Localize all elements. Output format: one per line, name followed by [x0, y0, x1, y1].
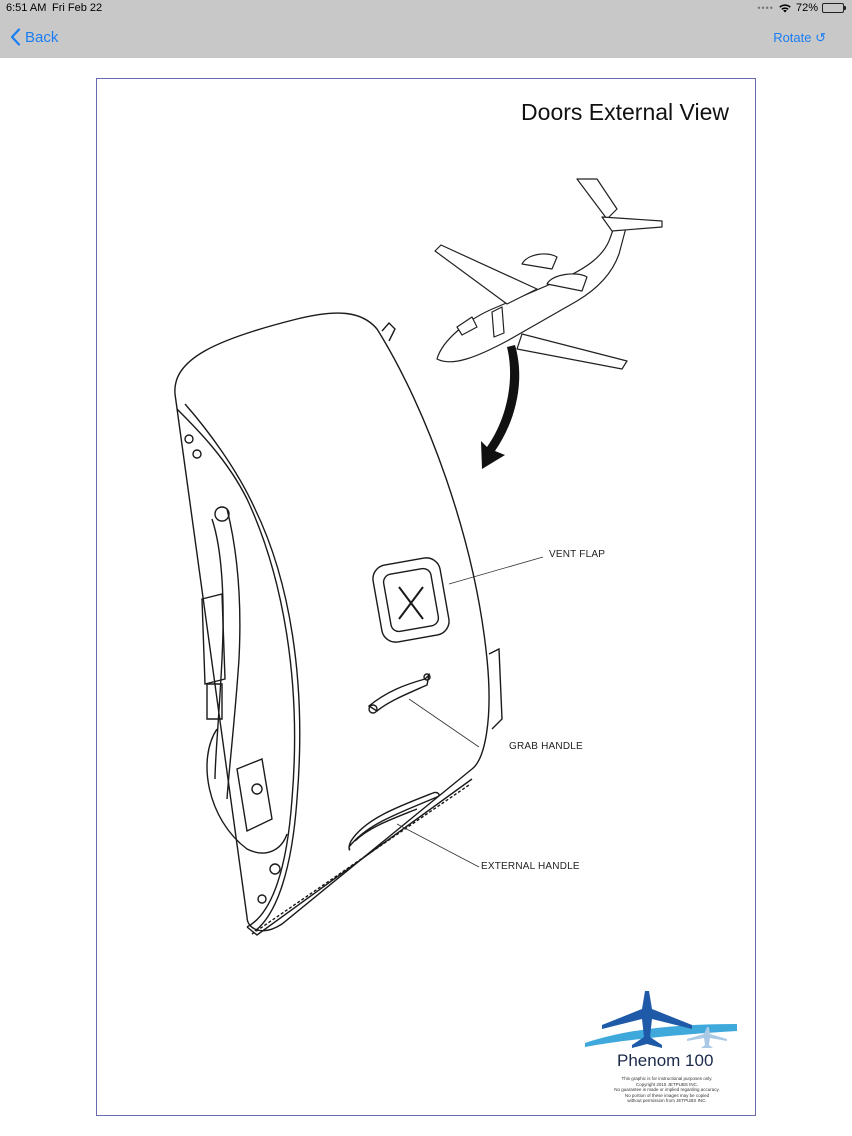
top-bar: 6:51 AM Fri Feb 22 •••• 72% Back Rotate …: [0, 0, 852, 58]
airplane-icon: [434, 178, 663, 370]
battery-percent: 72%: [795, 2, 818, 14]
status-time: 6:51 AM: [6, 2, 47, 14]
grab-handle-label: GRAB HANDLE: [509, 741, 583, 752]
status-right: •••• 72%: [757, 2, 846, 14]
multitask-dots-icon: ••••: [757, 3, 774, 13]
fine-print-line: This graphic is for instructional purpos…: [621, 1076, 713, 1081]
external-handle-label: EXTERNAL HANDLE: [481, 861, 580, 872]
vent-flap-label: VENT FLAP: [549, 549, 606, 560]
door-illustration: [174, 178, 737, 1048]
fine-print-line: Copyright 2015 JETPUBS INC.: [635, 1081, 699, 1087]
fine-print-line: No guarantee is made or implied regardin…: [614, 1087, 720, 1092]
status-bar: 6:51 AM Fri Feb 22 •••• 72%: [0, 0, 852, 17]
fine-print-line: No portion of these images may be copied: [624, 1092, 710, 1098]
logo-fine-print: This graphic is for instructional purpos…: [597, 1076, 737, 1104]
phenom-logo-icon: [585, 991, 737, 1048]
door-body: [174, 312, 503, 936]
wifi-icon: [779, 4, 791, 13]
back-button[interactable]: Back: [10, 28, 58, 46]
callout-leaders: [396, 556, 544, 868]
page-title: Doors External View: [521, 99, 729, 125]
battery-icon: [822, 3, 846, 13]
status-date: Fri Feb 22: [52, 2, 103, 14]
chevron-left-icon: [10, 28, 21, 46]
rotate-button[interactable]: Rotate ↺: [773, 30, 826, 46]
logo-name: Phenom 100: [617, 1051, 714, 1070]
back-label: Back: [25, 28, 59, 46]
document-page: Doors External View: [96, 78, 756, 1116]
rotate-label: Rotate ↺: [773, 30, 826, 45]
fine-print-line: without permission from JETPUBS INC.: [627, 1098, 707, 1103]
pointer-arrow-icon: [481, 345, 520, 469]
